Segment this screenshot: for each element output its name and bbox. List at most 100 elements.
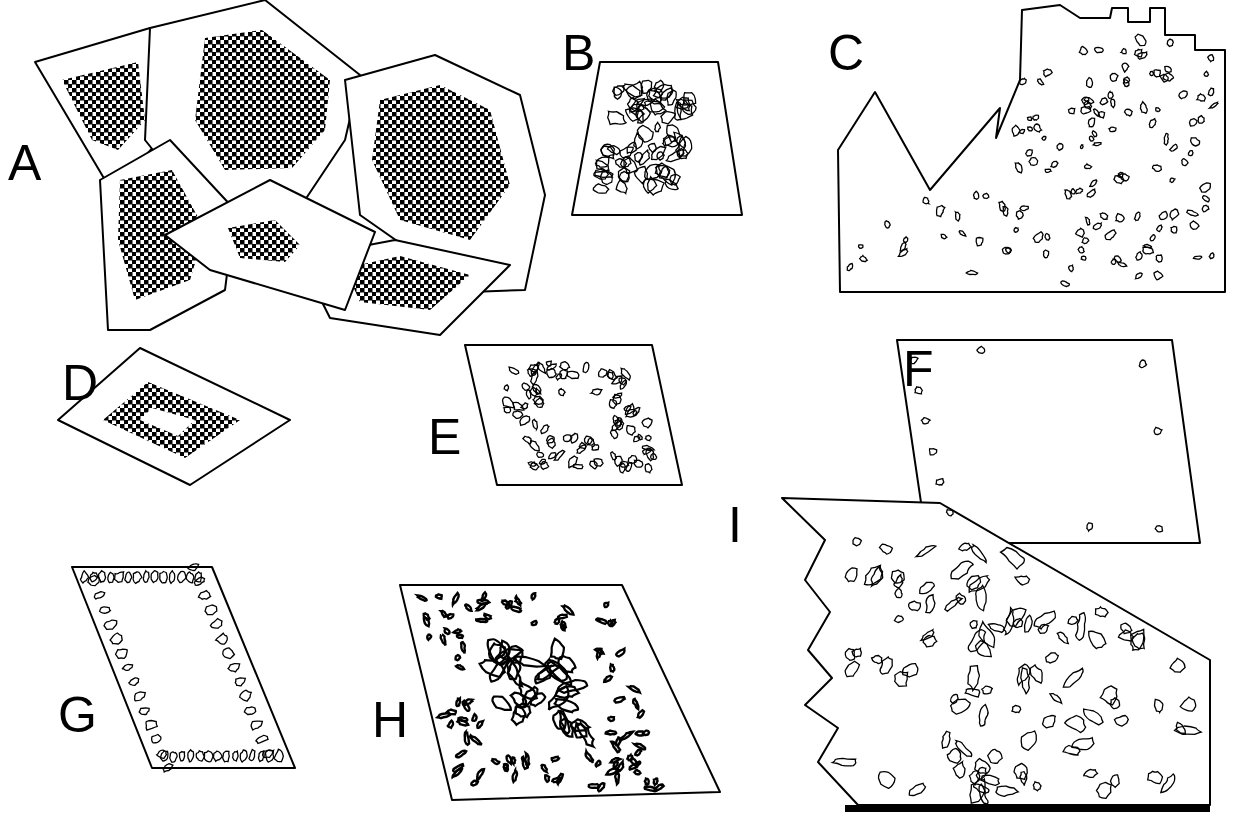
cell-outline	[629, 762, 640, 770]
cell-outline	[453, 593, 459, 605]
cell-outline	[608, 146, 621, 155]
cell-outline	[619, 168, 630, 182]
cell-outline	[575, 723, 587, 737]
cell-outline	[228, 664, 240, 672]
cell-outline	[541, 765, 546, 772]
cell-outline	[656, 165, 670, 178]
cell-outline	[1208, 55, 1214, 62]
cell-outline	[490, 659, 510, 682]
cell-outline	[916, 546, 936, 557]
cell-outline	[1167, 39, 1173, 46]
cell-outline	[559, 389, 565, 396]
cell-outline	[1118, 262, 1127, 266]
cell-outline	[615, 773, 619, 784]
cell-outline	[642, 445, 654, 450]
cell-outline	[1135, 49, 1142, 56]
cell-outline	[504, 407, 511, 413]
cell-outline	[645, 779, 649, 785]
cell-outline	[1150, 235, 1155, 241]
cell-outline	[1038, 79, 1044, 85]
cell-outline	[667, 125, 681, 142]
cell-outline	[1081, 107, 1091, 114]
cell-outline	[1156, 255, 1162, 262]
cell-outline	[104, 620, 117, 629]
cell-outline	[651, 453, 657, 459]
cell-outline	[1069, 108, 1075, 114]
cell-outline	[1082, 97, 1089, 105]
cell-outline	[1033, 782, 1041, 791]
cell-outline	[1149, 119, 1156, 128]
cell-outline	[537, 452, 544, 457]
cell-outline	[588, 437, 595, 445]
panel-letter: I	[728, 500, 742, 550]
cell-outline	[1088, 118, 1094, 127]
cell-outline	[1045, 234, 1050, 241]
cell-outline	[965, 689, 979, 697]
cell-outline	[1190, 221, 1199, 230]
cell-outline	[1124, 77, 1130, 83]
cell-outline	[1034, 611, 1055, 629]
panel-letter: B	[562, 28, 595, 78]
cell-outline	[1043, 715, 1056, 727]
cell-outline	[845, 661, 859, 677]
cell-outline	[546, 361, 551, 366]
cell-outline	[559, 711, 569, 734]
cell-outline	[1109, 127, 1116, 132]
cell-outline	[1160, 74, 1168, 82]
cell-outline	[88, 576, 99, 586]
cell-outline	[1135, 212, 1141, 220]
cell-outline	[163, 764, 173, 772]
cell-outline	[1114, 256, 1121, 263]
cell-outline	[983, 193, 989, 198]
cell-outline	[1014, 228, 1018, 233]
cell-outline	[595, 649, 604, 654]
cell-outline	[1170, 209, 1179, 220]
cell-outline	[860, 256, 868, 262]
cell-outline	[988, 749, 1003, 763]
cell-outline	[463, 699, 473, 704]
cell-outline	[507, 756, 512, 764]
cell-outline	[1006, 247, 1012, 253]
cell-outline	[1094, 109, 1101, 117]
cell-outline	[898, 249, 907, 257]
cell-outline	[1089, 631, 1106, 648]
cell-outline	[1033, 232, 1043, 243]
scale-bar	[845, 805, 1210, 812]
cell-outline	[258, 752, 264, 762]
cell-outline	[532, 593, 536, 599]
cell-outline	[178, 571, 186, 582]
cell-outline	[1105, 230, 1116, 240]
cell-outline	[1063, 668, 1083, 687]
cell-outline	[921, 630, 934, 641]
panel-letter: H	[372, 695, 408, 745]
cell-outline	[891, 570, 904, 583]
cell-outline	[929, 449, 936, 455]
cell-outline	[1150, 71, 1154, 75]
cell-outline	[108, 572, 114, 582]
cell-outline	[635, 153, 643, 163]
cell-outline	[472, 714, 476, 721]
cell-outline	[982, 686, 993, 694]
cell-outline	[1044, 250, 1049, 258]
cell-outline	[437, 713, 450, 718]
cell-outline	[80, 571, 88, 583]
cell-outline	[604, 676, 612, 682]
cell-outline	[645, 435, 651, 440]
cell-outline	[977, 346, 985, 353]
cell-outline	[1097, 782, 1112, 798]
cell-outline	[188, 750, 194, 762]
cell-outline	[624, 157, 637, 173]
cell-outline	[988, 624, 1004, 633]
cell-outline	[591, 389, 602, 395]
cell-outline	[152, 735, 161, 743]
cell-outline	[1051, 161, 1058, 167]
cell-outline	[1114, 176, 1124, 184]
cell-outline	[845, 568, 857, 582]
cell-outline	[1016, 211, 1023, 220]
cell-outline	[418, 595, 427, 600]
cell-outline	[611, 452, 616, 460]
cell-outline	[1189, 151, 1194, 156]
cell-outline	[1034, 124, 1042, 132]
cell-outline	[1012, 705, 1021, 712]
cell-outline	[129, 678, 139, 686]
